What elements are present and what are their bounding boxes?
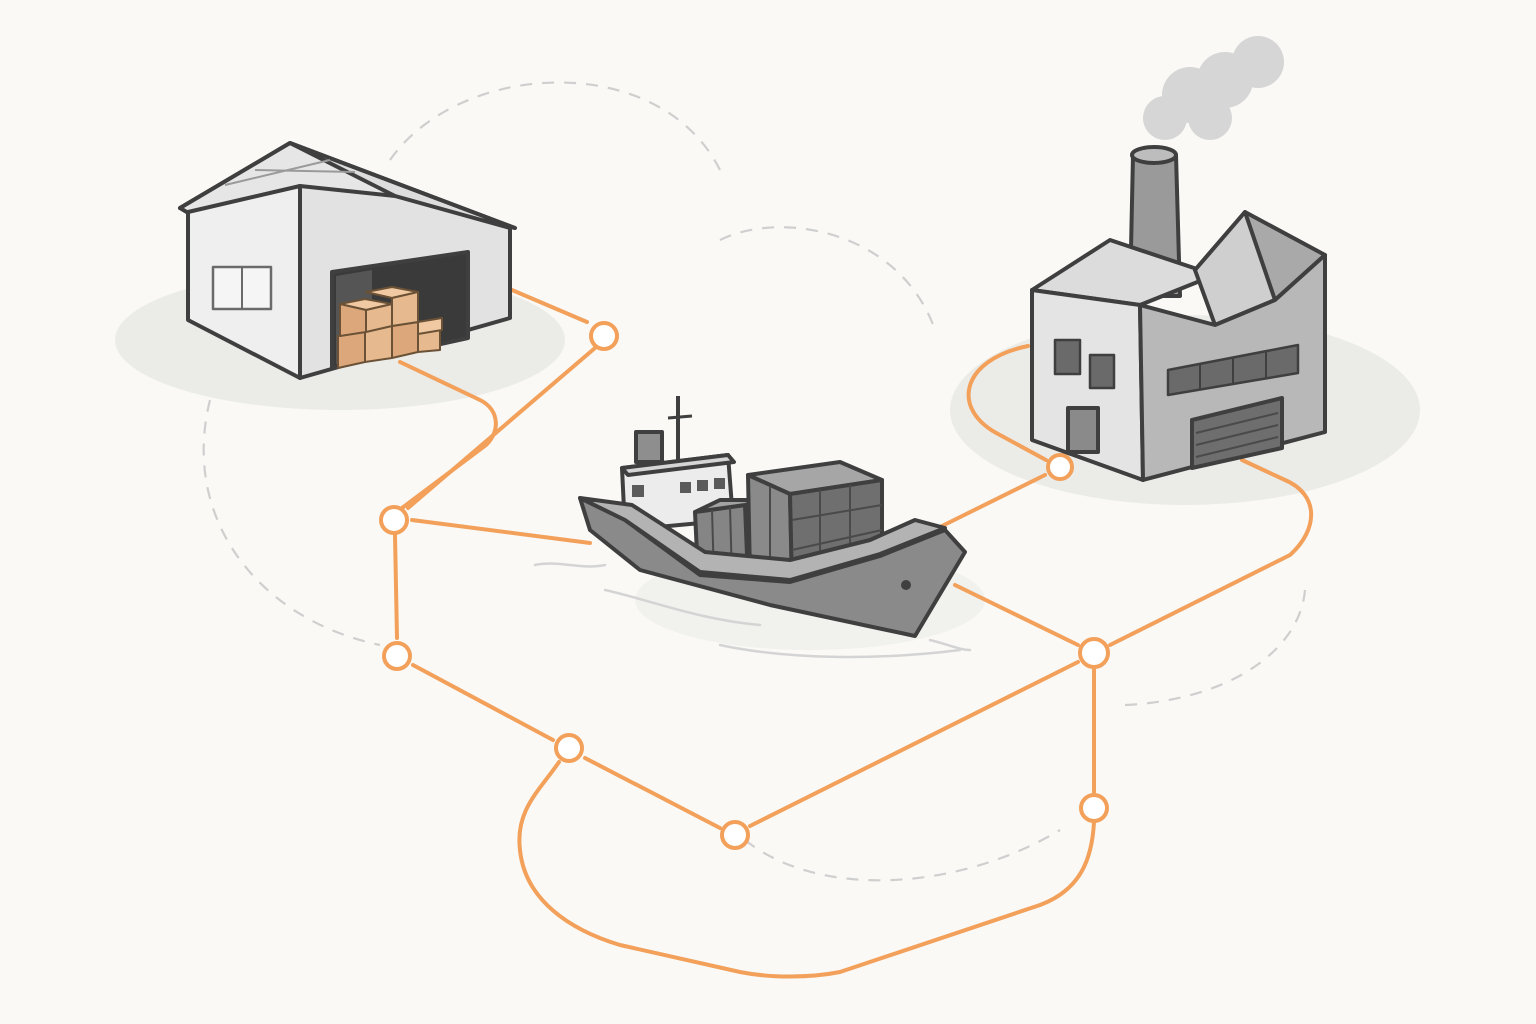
route-ship-to-node7 <box>938 473 1047 529</box>
dashed-arcs <box>202 81 1307 882</box>
dashed-arc-right <box>1124 589 1307 707</box>
route-node3-to-node4 <box>411 663 555 742</box>
route-ship-to-node6 <box>953 583 1080 647</box>
route-node-icon[interactable] <box>554 733 584 763</box>
warehouse-boxes <box>337 286 443 369</box>
dashed-arc-middle <box>719 226 937 331</box>
route-bottom-loop <box>517 760 1096 979</box>
route-node-icon[interactable] <box>1079 793 1109 823</box>
route-node-icon[interactable] <box>720 820 750 850</box>
route-node2-to-ship <box>410 518 592 545</box>
route-warehouse-to-node1 <box>503 285 589 324</box>
dashed-arc-top <box>389 81 721 171</box>
route-factory-to-node6 <box>1108 458 1314 647</box>
route-node-icon[interactable] <box>382 641 412 671</box>
route-node-icon[interactable] <box>589 321 619 351</box>
route-node-icon[interactable] <box>1078 637 1110 669</box>
ship-porthole <box>901 580 911 590</box>
factory-windows <box>1053 338 1300 397</box>
ship-funnel <box>634 430 664 464</box>
warehouse-icon[interactable] <box>178 141 517 380</box>
ship-deck <box>578 496 947 582</box>
route-nodes <box>379 321 1110 850</box>
dashed-arc-bottom <box>744 829 1061 882</box>
ship-hull <box>578 496 967 638</box>
cargo-ship-icon[interactable] <box>533 396 972 659</box>
route-factory-to-node7 <box>966 344 1048 462</box>
route-node4-to-node5 <box>583 756 722 830</box>
water-ripples <box>533 562 972 659</box>
factory-loading-bay <box>1190 396 1284 470</box>
route-node-icon[interactable] <box>1046 453 1074 481</box>
route-lines <box>393 285 1314 979</box>
route-node5-to-node6 <box>748 660 1080 828</box>
factory-icon[interactable] <box>1030 36 1327 482</box>
dashed-arc-left <box>202 399 381 647</box>
factory-door <box>1066 406 1100 454</box>
route-node2-to-node3 <box>393 533 399 640</box>
factory-smoke <box>1143 36 1284 140</box>
route-node-icon[interactable] <box>379 505 409 535</box>
route-warehouse-to-node2 <box>398 360 498 510</box>
